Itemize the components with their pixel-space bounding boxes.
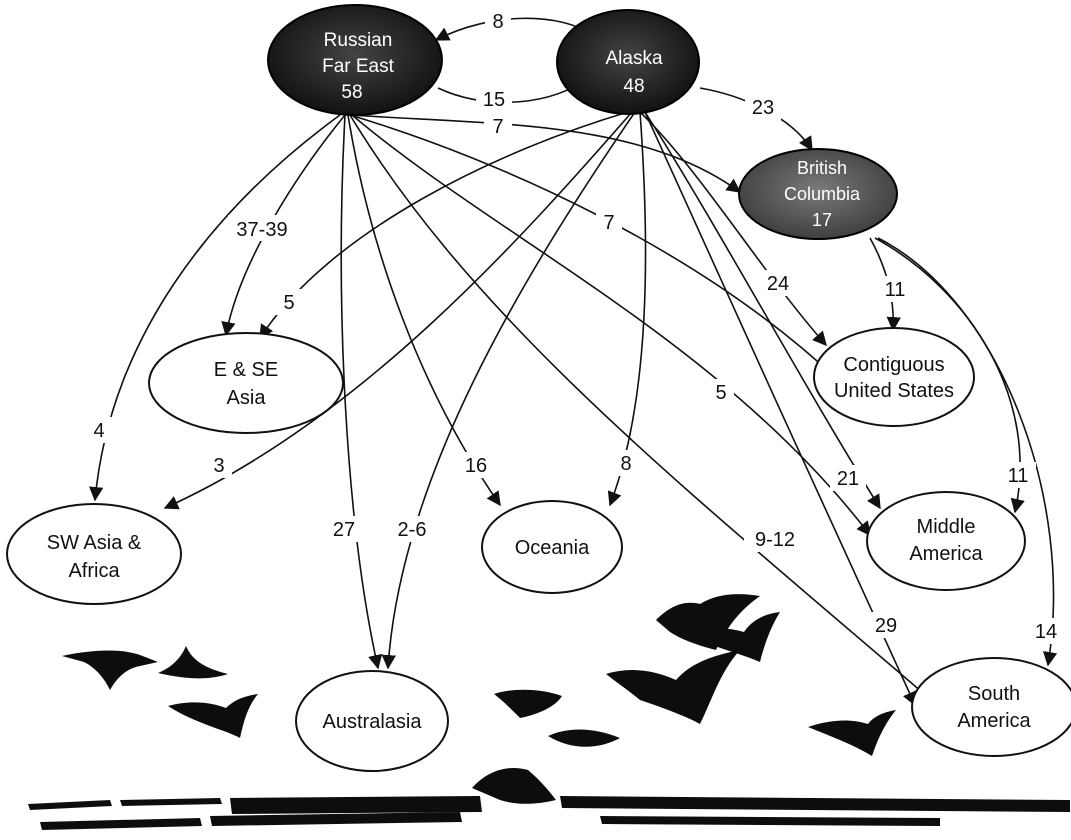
edge-rfe-to-australasia <box>340 114 383 670</box>
node-label-british: British <box>797 158 847 178</box>
node-label-alaska: Alaska <box>605 48 662 69</box>
edge-label-rfe-to-australasia: 27 <box>333 519 355 541</box>
shoreline-streak <box>560 796 1070 812</box>
edge-alaska-to-middle <box>644 111 881 510</box>
edge-label-alaska-to-middle: 21 <box>837 468 859 490</box>
edge-label-alaska-to-australasia: 2-6 <box>398 519 427 541</box>
edge-alaska-to-australasia <box>381 111 636 670</box>
shoreline-streak <box>40 818 202 830</box>
bird-icon <box>494 689 562 718</box>
edge-label-bc-to-south: 14 <box>1035 621 1057 643</box>
edge-label-alaska-to-swasia: 3 <box>213 455 224 477</box>
edge-label-alaska-to-oceania: 8 <box>620 453 631 475</box>
node-e-se-asia: E & SE Asia <box>148 332 344 434</box>
edge-alaska-to-contig <box>639 111 827 347</box>
node-british-columbia: British Columbia 17 <box>738 148 898 240</box>
node-label-south-america: America <box>957 710 1031 732</box>
node-label-asia: Asia <box>227 387 267 409</box>
edge-labels: 8 15 23 7 37-39 5 7 24 11 4 3 16 8 5 21 … <box>86 6 1064 644</box>
edge-label-alaska-to-bc: 23 <box>752 97 774 119</box>
node-count-russian-far-east: 58 <box>341 82 362 103</box>
bird-icon <box>606 650 740 724</box>
edge-rfe-to-swasia <box>89 114 341 502</box>
bird-icon <box>158 646 228 679</box>
node-label-africa: Africa <box>68 560 120 582</box>
shoreline-streak <box>210 812 462 826</box>
node-alaska: Alaska 48 <box>556 9 700 115</box>
node-australasia: Australasia <box>295 670 449 772</box>
bird-silhouettes <box>62 594 896 804</box>
bird-icon <box>62 650 158 690</box>
bird-icon <box>472 768 556 804</box>
bird-icon <box>656 594 760 650</box>
node-label-united-states: United States <box>834 380 954 402</box>
edge-label-rfe-to-middle: 5 <box>715 382 726 404</box>
node-russian-far-east: Russian Far East 58 <box>267 4 443 116</box>
bird-icon <box>808 710 896 756</box>
node-label-middle-america: America <box>909 543 983 565</box>
node-label-far-east: Far East <box>322 56 395 77</box>
node-label-columbia: Columbia <box>784 184 861 204</box>
edge-label-rfe-to-swasia: 4 <box>93 420 104 442</box>
node-count-alaska: 48 <box>623 76 644 97</box>
edge-rfe-to-oceania <box>347 114 501 507</box>
edge-rfe-to-south <box>349 114 947 713</box>
node-label-south: South <box>968 683 1020 705</box>
node-label-australasia: Australasia <box>323 711 423 733</box>
bird-icon <box>168 694 258 738</box>
node-south-america: South America <box>911 657 1071 757</box>
shoreline-streak <box>230 796 482 814</box>
bird-icon <box>548 729 620 747</box>
edges <box>89 17 1058 713</box>
edge-rfe-to-bc <box>349 114 742 193</box>
node-middle-america: Middle America <box>866 491 1026 591</box>
edge-label-bc-to-middle: 11 <box>1008 465 1029 487</box>
node-label-e-se: E & SE <box>214 359 278 381</box>
node-oceania: Oceania <box>481 500 623 594</box>
node-count-british-columbia: 17 <box>812 210 832 230</box>
edge-label-bc-to-contig: 11 <box>885 279 906 301</box>
edge-alaska-to-oceania <box>607 111 647 507</box>
node-label-middle: Middle <box>917 516 976 538</box>
edge-label-rfe-to-esea: 37-39 <box>236 219 287 241</box>
edge-label-rfe-to-bc: 7 <box>492 116 503 138</box>
edge-label-rfe-to-south: 9-12 <box>755 529 795 551</box>
edge-label-rfe-to-alaska: 15 <box>483 89 505 111</box>
edge-label-rfe-to-contig: 7 <box>603 212 614 234</box>
shoreline-decoration <box>28 796 1070 830</box>
edge-bc-to-south <box>877 237 1058 667</box>
edge-alaska-to-swasia <box>163 111 633 510</box>
edge-alaska-to-esea <box>259 111 629 340</box>
edge-label-alaska-to-esea: 5 <box>283 292 294 314</box>
shoreline-streak <box>120 798 222 806</box>
node-label-russian: Russian <box>324 30 393 51</box>
node-label-contiguous: Contiguous <box>843 354 944 376</box>
edge-label-rfe-to-oceania: 16 <box>465 455 487 477</box>
bird-icon <box>690 612 780 662</box>
node-label-oceania: Oceania <box>515 537 590 559</box>
edge-label-alaska-to-rfe: 8 <box>492 11 503 33</box>
edge-label-alaska-to-contig: 24 <box>767 273 789 295</box>
node-label-sw-asia: SW Asia & <box>47 532 142 554</box>
shoreline-streak <box>28 800 112 810</box>
node-sw-asia-africa: SW Asia & Africa <box>6 503 182 605</box>
node-contiguous-us: Contiguous United States <box>813 327 975 427</box>
shoreline-streak <box>600 816 940 826</box>
edge-label-alaska-to-south: 29 <box>875 615 897 637</box>
